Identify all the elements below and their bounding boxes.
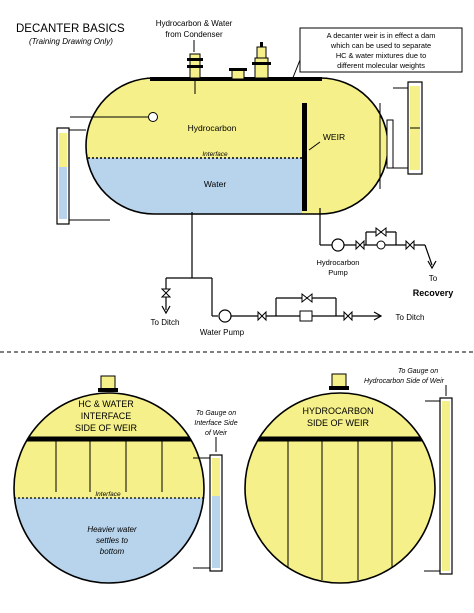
relief-valve — [254, 57, 269, 79]
ditch-valve-left — [160, 288, 172, 298]
hc-valve-2 — [405, 239, 415, 251]
left-sight-gauge — [56, 127, 110, 225]
weir-plate — [302, 103, 307, 211]
right-top-nozzle — [331, 373, 347, 388]
to-ditch-right-label: To Ditch — [396, 313, 425, 322]
water-label: Water — [204, 179, 227, 189]
right-sight-gauge — [393, 81, 423, 175]
water-pump-label: Water Pump — [200, 328, 245, 337]
inlet-label-line2: from Condenser — [165, 30, 223, 39]
diagram-subtitle: (Training Drawing Only) — [29, 37, 113, 46]
hc-bypass-valve — [375, 226, 387, 238]
water-bypass-valve — [301, 292, 313, 304]
note-line-3: HC & water mixtures due to — [336, 51, 426, 60]
right-title-line-1: HYDROCARBON — [302, 406, 373, 416]
right-vessel-cross-section — [244, 392, 436, 584]
main-vessel: Hydrocarbon Interface Water WEIR — [70, 77, 394, 215]
right-gauge-label-1: To Gauge on — [398, 368, 438, 375]
hc-pump-label-2: Pump — [328, 268, 348, 277]
note-box — [299, 27, 463, 73]
to-ditch-left-label: To Ditch — [151, 318, 180, 327]
hc-control-valve — [376, 240, 386, 250]
left-title-line-2: INTERFACE — [81, 411, 132, 421]
diagram-title: DECANTER BASICS — [16, 23, 125, 35]
hydrocarbon-outlet-piping: Hydrocarbon Pump To Recovery — [317, 208, 454, 298]
right-title-line-2: SIDE OF WEIR — [307, 418, 370, 428]
left-water-line-1: Heavier water — [87, 525, 137, 534]
hydrocarbon-pump — [331, 238, 345, 252]
left-title-line-3: SIDE OF WEIR — [75, 423, 138, 433]
weir-label: WEIR — [323, 132, 345, 142]
inlet-label: Hydrocarbon & Water from Condenser — [156, 19, 233, 52]
left-gauge-label-2: Interface Side — [194, 420, 237, 427]
weir-note: A decanter weir is in effect a dam which… — [291, 27, 463, 81]
water-control-valve — [299, 310, 313, 322]
left-gauge-label-1: To Gauge on — [196, 410, 236, 417]
note-line-1: A decanter weir is in effect a dam — [327, 31, 436, 40]
interface-side-section: HC & WATER INTERFACE SIDE OF WEIR Interf… — [13, 375, 238, 584]
vent-nozzle — [231, 69, 245, 80]
hydrocarbon-side-section: HYDROCARBON SIDE OF WEIR To Gauge on Hyd… — [244, 368, 453, 584]
hydrocarbon-label: Hydrocarbon — [188, 123, 237, 133]
hc-pump-label-1: Hydrocarbon — [317, 258, 360, 267]
left-title-line-1: HC & WATER — [78, 399, 134, 409]
water-valve-1 — [257, 310, 267, 322]
to-recovery-label-2: Recovery — [413, 288, 454, 298]
water-layer — [86, 158, 302, 214]
inlet-label-line1: Hydrocarbon & Water — [156, 19, 233, 28]
hc-valve-1 — [355, 239, 365, 251]
water-pump — [218, 309, 232, 323]
note-line-2: which can be used to separate — [330, 41, 431, 50]
left-water-line-2: settles to — [96, 536, 129, 545]
water-valve-2 — [343, 310, 353, 322]
end-flange — [386, 119, 394, 169]
left-gauge-label-3: of Weir — [205, 430, 228, 437]
left-water-line-3: bottom — [100, 547, 125, 556]
left-top-nozzle — [100, 375, 116, 390]
right-gauge-label-2: Hydrocarbon Side of Weir — [364, 378, 445, 385]
left-vessel-cross-section — [13, 392, 205, 584]
left-interface-label: Interface — [95, 491, 121, 498]
interface-label: Interface — [202, 151, 228, 158]
top-nozzles — [187, 42, 271, 94]
title-block: DECANTER BASICS (Training Drawing Only) — [16, 23, 125, 46]
to-recovery-label-1: To — [429, 274, 438, 283]
water-outlet-piping: To Ditch Water Pump To Ditch — [151, 212, 425, 337]
level-nozzle — [148, 112, 158, 122]
note-line-4: different molecular weights — [337, 61, 425, 70]
